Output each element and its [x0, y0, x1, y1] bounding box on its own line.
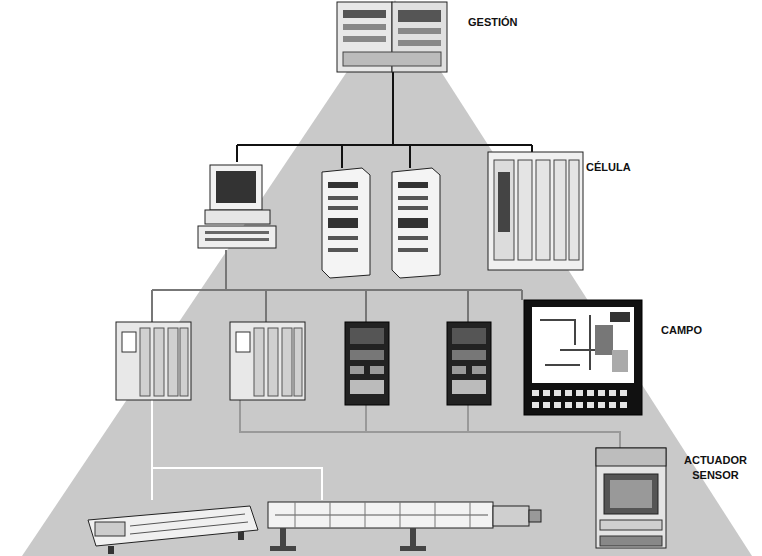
- field-devices: [116, 300, 642, 415]
- cell-devices: [198, 152, 583, 278]
- field-machines: [88, 448, 666, 554]
- management-server: [337, 2, 447, 72]
- pyramid-ground: [22, 0, 752, 556]
- level-label: CAMPO: [661, 323, 702, 338]
- level-label: ACTUADOR SENSOR: [684, 453, 747, 483]
- network-lines: [152, 72, 620, 500]
- level-label: CÉLULA: [586, 160, 631, 175]
- level-label: GESTIÓN: [468, 15, 518, 30]
